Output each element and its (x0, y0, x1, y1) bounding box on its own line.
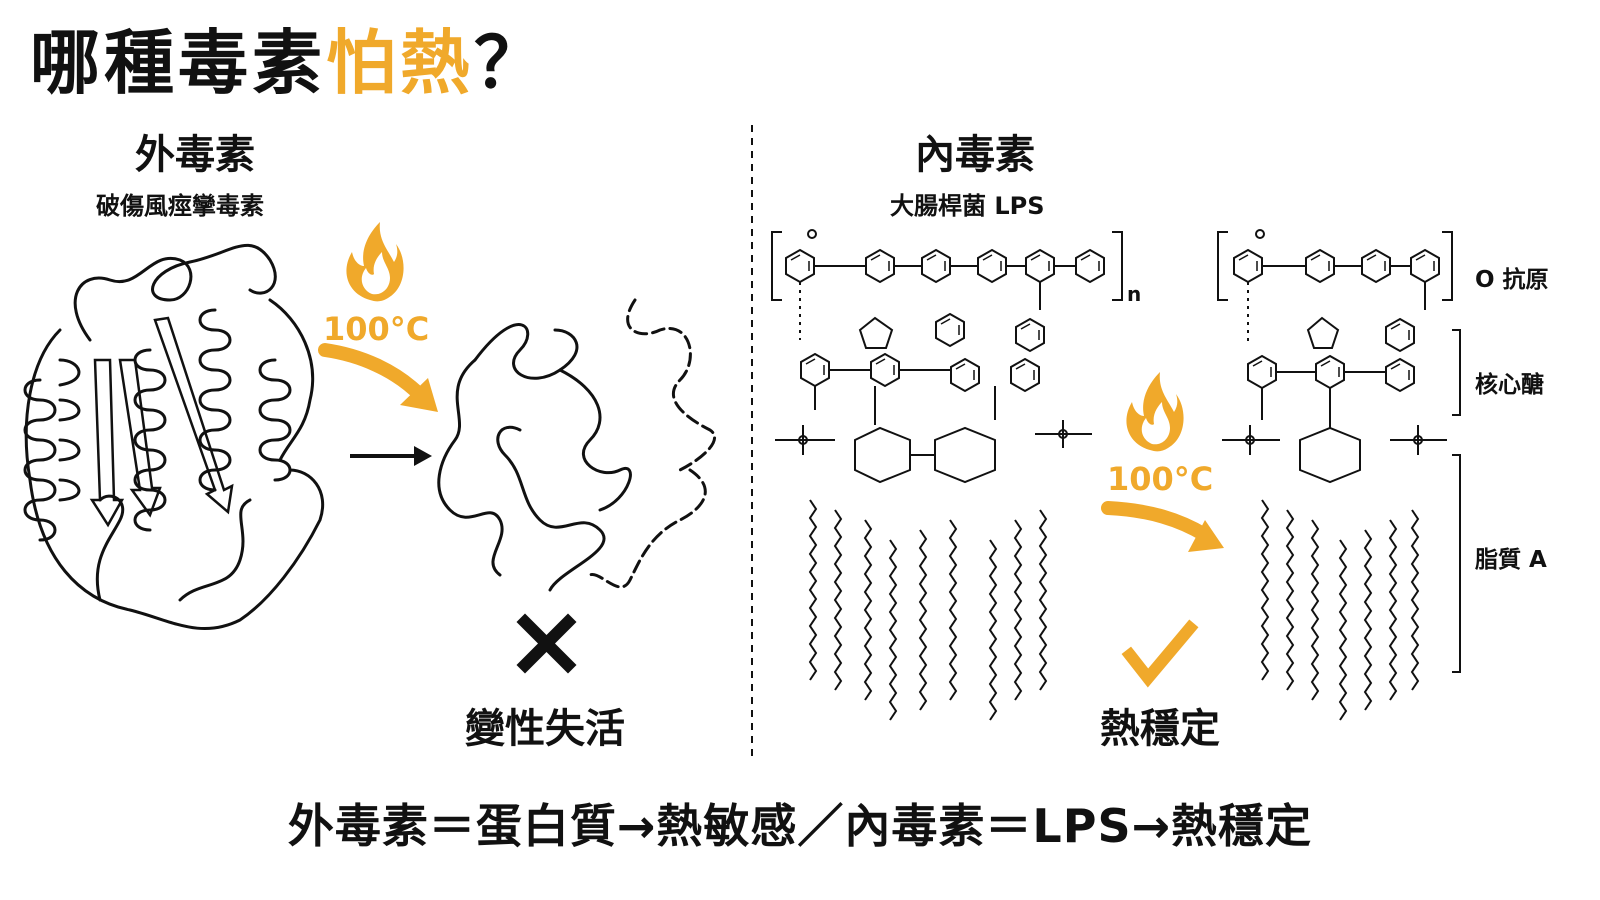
title-question-mark: ？ (474, 22, 548, 104)
dashed-chain-illustration (588, 298, 717, 589)
lipid-a-label: 脂質 A (1475, 547, 1547, 573)
page-title: 哪種毒素怕熱？ (30, 18, 548, 108)
o-antigen-label: O 抗原 (1475, 267, 1549, 293)
check-icon (1121, 619, 1199, 688)
lps-structure-intact-illustration (1217, 229, 1461, 721)
lps-structure-illustration (771, 229, 1123, 721)
core-oligosaccharide-label: 核心醣 (1475, 372, 1544, 398)
right-temperature-label: 100°C (1107, 460, 1214, 498)
right-heat-arrow (1101, 501, 1212, 542)
heat-stable-result-label: 熱穩定 (1100, 706, 1220, 752)
title-highlight: 怕熱 (326, 22, 474, 104)
denatured-chain-illustration (437, 323, 632, 592)
folded-protein-illustration (23, 243, 325, 631)
exotoxin-heading: 外毒素 (135, 132, 255, 178)
endotoxin-heading: 內毒素 (915, 132, 1035, 178)
denatured-result-label: 變性失活 (465, 706, 625, 752)
cross-icon (516, 613, 577, 674)
repeat-subscript-n: n (1127, 282, 1142, 306)
left-fire-icon (346, 222, 404, 302)
right-fire-icon (1126, 372, 1184, 452)
endotoxin-subheading: 大腸桿菌 LPS (890, 192, 1045, 220)
title-main: 哪種毒素 (30, 22, 326, 104)
summary-line: 外毒素＝蛋白質→熱敏感／內毒素＝LPS→熱穩定 (287, 799, 1313, 853)
exotoxin-subheading: 破傷風痙攣毒素 (96, 192, 264, 220)
left-heat-arrow (318, 343, 427, 402)
left-temperature-label: 100°C (323, 310, 430, 348)
